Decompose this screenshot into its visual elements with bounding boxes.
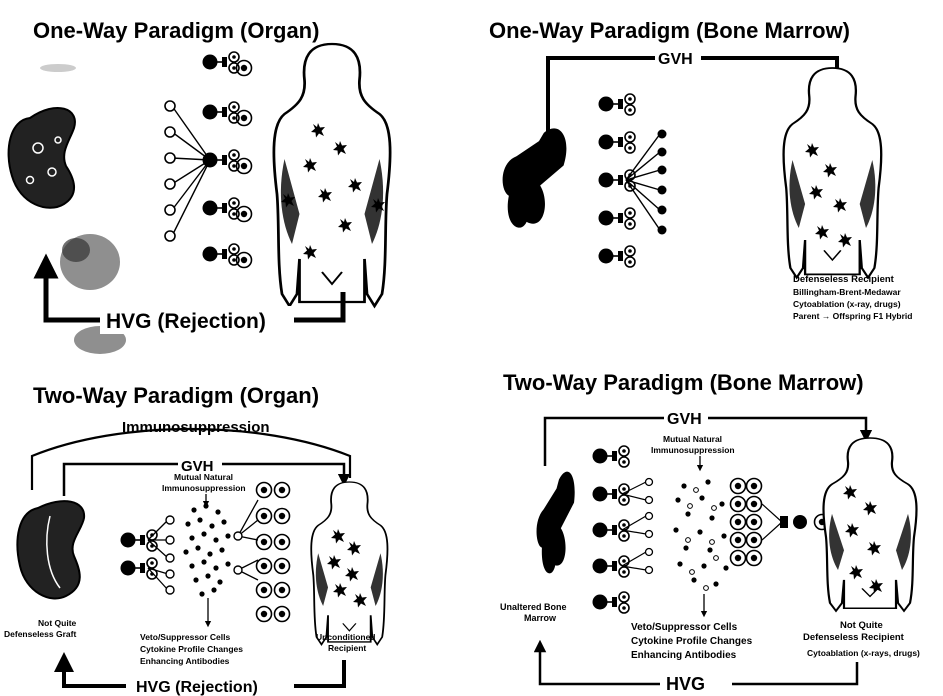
tr-title: One-Way Paradigm (Bone Marrow) xyxy=(489,18,850,43)
bl-effects-line-2: Cytokine Profile Changes xyxy=(140,644,243,654)
bl-immuno-label: Immunosuppression xyxy=(122,419,270,436)
bl-hvg-label: HVG (Rejection) xyxy=(136,679,258,696)
bl-lymphocyte-right xyxy=(234,483,290,622)
br-mutual-text: Mutual Natural Immunosuppression xyxy=(651,434,735,455)
br-mutual-line-2: Immunosuppression xyxy=(651,445,735,455)
bl-mutual-text: Mutual Natural Immunosuppression xyxy=(162,472,246,493)
bl-lymphocyte-left xyxy=(121,516,175,594)
tr-recipient-line-2: Billingham-Brent-Medawar xyxy=(793,287,901,297)
br-recipient-line-1: Not Quite xyxy=(840,620,883,631)
panel-one-way-organ: One-Way Paradigm (Organ) xyxy=(9,18,391,354)
bl-graft-line-2: Defenseless Graft xyxy=(4,629,76,639)
tl-title: One-Way Paradigm (Organ) xyxy=(33,18,319,43)
recipient-body-icon xyxy=(274,44,390,306)
bl-effects-line-3: Enhancing Antibodies xyxy=(140,656,230,666)
panel-two-way-organ: Two-Way Paradigm (Organ) Immunosuppressi… xyxy=(4,383,387,696)
br-marrow-lymphocytes xyxy=(593,446,653,613)
donor-lymphocyte-cluster xyxy=(165,52,252,268)
tr-recipient-line-4: Parent → Offspring F1 Hybrid xyxy=(793,311,913,321)
tr-gvh-label: GVH xyxy=(658,51,693,68)
bl-recipient-line-2: Recipient xyxy=(328,643,366,653)
br-gvh-label: GVH xyxy=(667,411,702,428)
br-effects-line-3: Enhancing Antibodies xyxy=(631,650,737,661)
br-marrow-line-2: Marrow xyxy=(524,613,557,623)
br-effects-line-2: Cytokine Profile Changes xyxy=(631,636,753,647)
bl-recipient-body-icon xyxy=(311,482,387,644)
tl-hvg-label: HVG (Rejection) xyxy=(106,310,266,333)
br-bone-icon xyxy=(535,465,576,579)
br-recipient-line-2: Defenseless Recipient xyxy=(803,632,905,643)
br-effects-line-1: Veto/Suppressor Cells xyxy=(631,622,738,633)
br-marrow-line-1: Unaltered Bone xyxy=(500,602,567,612)
bl-kidney-icon xyxy=(17,501,84,598)
bl-mutual-line-2: Immunosuppression xyxy=(162,483,246,493)
bl-graft-line-1: Not Quite xyxy=(38,618,77,628)
bl-effects-line-1: Veto/Suppressor Cells xyxy=(140,632,230,642)
bl-recipient-line-1: Unconditioned xyxy=(316,632,376,642)
br-effects-text: Veto/Suppressor Cells Cytokine Profile C… xyxy=(631,622,753,661)
panel-one-way-bone-marrow: One-Way Paradigm (Bone Marrow) GVH xyxy=(489,18,913,321)
br-mutual-line-1: Mutual Natural xyxy=(663,434,722,444)
br-title: Two-Way Paradigm (Bone Marrow) xyxy=(503,370,864,395)
bl-title: Two-Way Paradigm (Organ) xyxy=(33,383,319,408)
panel-two-way-bone-marrow: Two-Way Paradigm (Bone Marrow) GVH Mutua… xyxy=(500,370,920,696)
br-mutual-cloud xyxy=(673,479,728,590)
br-recipient-cells xyxy=(731,479,830,566)
kidney-icon xyxy=(9,108,75,208)
tr-recipient-notes: Defenseless Recipient Billingham-Brent-M… xyxy=(793,274,913,321)
bl-mutual-line-1: Mutual Natural xyxy=(174,472,233,482)
bl-graft-text: Not Quite Defenseless Graft xyxy=(4,618,77,639)
bl-effects-text: Veto/Suppressor Cells Cytokine Profile C… xyxy=(140,632,243,666)
bone-icon xyxy=(495,106,570,244)
tr-recipient-line-3: Cytoablation (x-ray, drugs) xyxy=(793,299,901,309)
br-recipient-body-icon xyxy=(824,438,917,611)
tr-recipient-line-1: Defenseless Recipient xyxy=(793,274,895,285)
bl-mutual-cloud xyxy=(183,503,230,596)
br-marrow-text: Unaltered Bone Marrow xyxy=(500,602,567,623)
br-recipient-line-3: Cytoablation (x-rays, drugs) xyxy=(807,648,920,658)
br-recipient-text: Not Quite Defenseless Recipient Cytoabla… xyxy=(803,620,920,658)
marrow-lymphocyte-cluster xyxy=(599,94,667,267)
br-hvg-label: HVG xyxy=(666,674,705,694)
